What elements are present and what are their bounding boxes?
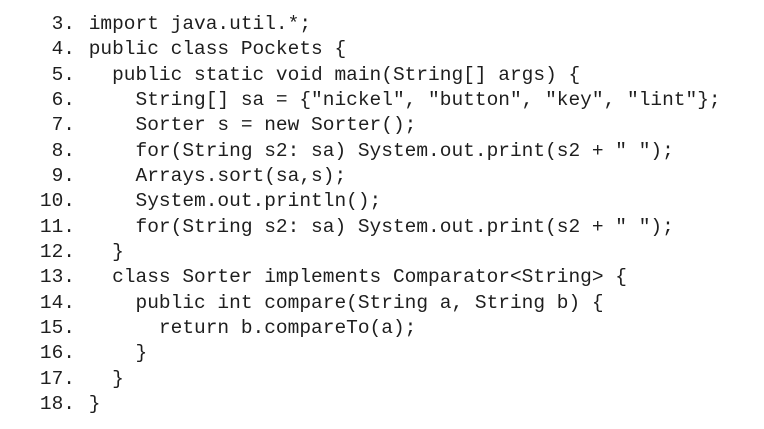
code-text: for(String s2: sa) System.out.print(s2 +… bbox=[88, 139, 674, 162]
line-number: 10. bbox=[39, 190, 75, 213]
code-line: 7. Sorter s = new Sorter(); bbox=[28, 113, 721, 138]
code-text: } bbox=[88, 367, 124, 390]
code-text: for(String s2: sa) System.out.print(s2 +… bbox=[88, 215, 674, 238]
code-text: return b.compareTo(a); bbox=[88, 316, 417, 339]
line-number: 4. bbox=[51, 38, 75, 61]
code-text: } bbox=[88, 392, 101, 415]
line-number: 16. bbox=[39, 342, 75, 365]
code-listing: 3. import java.util.*;4. public class Po… bbox=[28, 12, 721, 417]
line-number: 12. bbox=[39, 240, 75, 263]
code-line: 13. class Sorter implements Comparator<S… bbox=[28, 265, 721, 290]
code-text: class Sorter implements Comparator<Strin… bbox=[88, 266, 627, 289]
line-number: 17. bbox=[39, 367, 75, 390]
code-line: 3. import java.util.*; bbox=[28, 12, 721, 37]
code-text: } bbox=[88, 342, 148, 365]
code-text: System.out.println(); bbox=[88, 190, 382, 213]
line-number: 11. bbox=[39, 215, 75, 238]
code-line: 8. for(String s2: sa) System.out.print(s… bbox=[28, 139, 721, 164]
code-line: 6. String[] sa = {"nickel", "button", "k… bbox=[28, 88, 721, 113]
code-text: public int compare(String a, String b) { bbox=[88, 291, 604, 314]
line-number: 13. bbox=[39, 266, 75, 289]
code-text: Arrays.sort(sa,s); bbox=[88, 164, 347, 187]
code-line: 4. public class Pockets { bbox=[28, 37, 721, 62]
code-text: import java.util.*; bbox=[88, 13, 312, 35]
code-line: 18. } bbox=[28, 392, 721, 417]
code-line: 9. Arrays.sort(sa,s); bbox=[28, 164, 721, 189]
line-number: 14. bbox=[39, 291, 75, 314]
code-line: 12. } bbox=[28, 240, 721, 265]
line-number: 7. bbox=[51, 114, 75, 137]
line-number: 6. bbox=[51, 88, 75, 111]
line-number: 18. bbox=[39, 392, 75, 415]
code-line: 11. for(String s2: sa) System.out.print(… bbox=[28, 215, 721, 240]
code-text: } bbox=[88, 240, 124, 263]
code-line: 14. public int compare(String a, String … bbox=[28, 291, 721, 316]
code-line: 10. System.out.println(); bbox=[28, 189, 721, 214]
line-number: 3. bbox=[51, 13, 75, 35]
line-number: 8. bbox=[51, 139, 75, 162]
code-line: 5. public static void main(String[] args… bbox=[28, 63, 721, 88]
code-line: 16. } bbox=[28, 341, 721, 366]
code-text: public static void main(String[] args) { bbox=[88, 63, 581, 86]
line-number: 9. bbox=[51, 164, 75, 187]
line-number: 15. bbox=[39, 316, 75, 339]
code-text: public class Pockets { bbox=[88, 38, 347, 61]
line-number: 5. bbox=[51, 63, 75, 86]
code-line: 17. } bbox=[28, 367, 721, 392]
code-text: String[] sa = {"nickel", "button", "key"… bbox=[88, 88, 721, 111]
code-text: Sorter s = new Sorter(); bbox=[88, 114, 417, 137]
code-line: 15. return b.compareTo(a); bbox=[28, 316, 721, 341]
